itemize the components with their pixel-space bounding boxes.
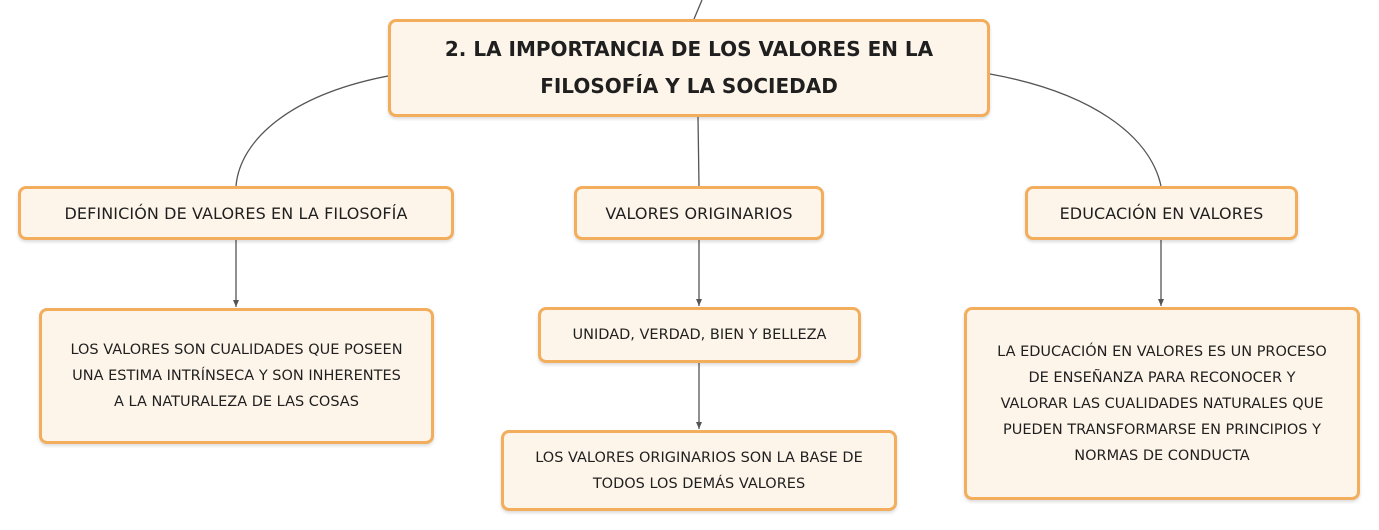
root-topic-line-1: 2. LA IMPORTANCIA DE LOS VALORES EN LA: [444, 37, 934, 61]
leaf-text-line: PUEDEN TRANSFORMARSE EN PRINCIPIOS Y: [1002, 421, 1321, 438]
leaf-proceso-de-ensenanza[interactable]: LA EDUCACIÓN EN VALORES ES UN PROCESO DE…: [964, 307, 1360, 500]
connector-incoming: [693, 0, 703, 20]
leaf-text-line: LOS VALORES SON CUALIDADES QUE POSEEN: [70, 342, 403, 358]
leaf-text-line: VALORAR LAS CUALIDADES NATURALES QUE: [1000, 395, 1324, 412]
leaf-text-line: UNA ESTIMA INTRÍNSECA Y SON INHERENTES: [72, 368, 401, 384]
leaf-text-line: UNIDAD, VERDAD, BIEN Y BELLEZA: [572, 327, 827, 343]
leaf-cualidades-intrinsecas[interactable]: LOS VALORES SON CUALIDADES QUE POSEEN UN…: [39, 308, 434, 444]
root-topic[interactable]: 2. LA IMPORTANCIA DE LOS VALORES EN LA F…: [388, 19, 990, 117]
leaf-text-line: DE ENSEÑANZA PARA RECONOCER Y: [1028, 369, 1296, 386]
connector-root-to-definicion: [235, 75, 389, 187]
leaf-text-line: LOS VALORES ORIGINARIOS SON LA BASE DE: [535, 449, 863, 466]
branch-label: VALORES ORIGINARIOS: [605, 203, 793, 223]
leaf-text-line: LA EDUCACIÓN EN VALORES ES UN PROCESO: [997, 343, 1327, 360]
connector-root-to-originarios: [697, 116, 700, 187]
leaf-unidad-verdad-bien-belleza[interactable]: UNIDAD, VERDAD, BIEN Y BELLEZA: [538, 307, 861, 363]
leaf-text-line: TODOS LOS DEMÁS VALORES: [592, 475, 806, 492]
branch-label: EDUCACIÓN EN VALORES: [1059, 203, 1264, 223]
leaf-text-line: A LA NATURALEZA DE LAS COSAS: [114, 394, 359, 410]
leaf-text-line: NORMAS DE CONDUCTA: [1074, 447, 1250, 464]
branch-educacion-en-valores[interactable]: EDUCACIÓN EN VALORES: [1025, 186, 1298, 240]
leaf-base-de-valores[interactable]: LOS VALORES ORIGINARIOS SON LA BASE DE T…: [501, 430, 897, 511]
branch-definicion-de-valores[interactable]: DEFINICIÓN DE VALORES EN LA FILOSOFÍA: [18, 186, 454, 240]
root-topic-line-2: FILOSOFÍA Y LA SOCIEDAD: [540, 74, 838, 98]
branch-label: DEFINICIÓN DE VALORES EN LA FILOSOFÍA: [64, 203, 408, 223]
connector-root-to-educacion: [989, 73, 1162, 187]
branch-valores-originarios[interactable]: VALORES ORIGINARIOS: [574, 186, 824, 240]
